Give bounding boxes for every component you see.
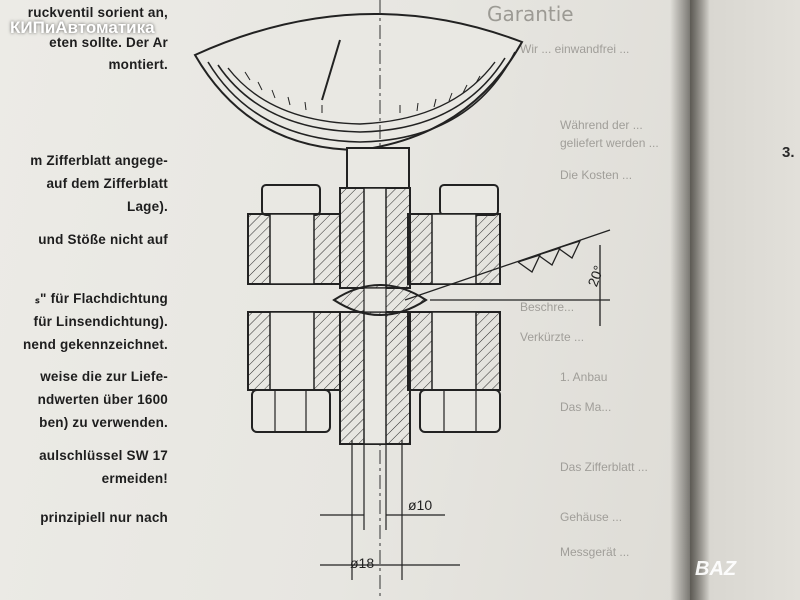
gauge-stem bbox=[346, 147, 410, 189]
flange-connection bbox=[332, 187, 428, 445]
text-line: und Stöße nicht auf bbox=[38, 232, 168, 247]
faded-line: Verkürzte ... bbox=[520, 330, 585, 344]
faded-line: Die Kosten ... bbox=[560, 168, 633, 182]
book-gutter-shadow bbox=[670, 0, 710, 600]
left-column-text: ruckventil sorient an, eten sollte. Der … bbox=[0, 0, 190, 600]
text-line: weise die zur Liefe- bbox=[40, 369, 168, 384]
text-line: nend gekennzeichnet. bbox=[22, 337, 168, 352]
text-line: montiert. bbox=[108, 57, 168, 72]
faded-line: Gehäuse ... bbox=[560, 510, 623, 524]
watermark-top: КИПиАвтоматика bbox=[10, 18, 155, 37]
angle-annotation bbox=[404, 229, 611, 326]
faded-line: Das Zifferblatt ... bbox=[560, 460, 648, 474]
text-line: ermeiden! bbox=[101, 471, 168, 486]
text-line: ndwerten über 1600 bbox=[37, 392, 168, 407]
text-line: prinzipiell nur nach bbox=[40, 510, 168, 525]
text-line: ben) zu verwenden. bbox=[39, 415, 168, 430]
faded-line: Während der ... bbox=[560, 118, 643, 132]
text-line: aulschlüssel SW 17 bbox=[39, 448, 168, 463]
text-line: eten sollte. Der Ar bbox=[49, 35, 168, 50]
text-line: ₛ" für Flachdichtung bbox=[34, 291, 168, 306]
section-number: 3. bbox=[782, 144, 795, 161]
inner-diameter-label: ø10 bbox=[408, 497, 433, 513]
left-bolt bbox=[247, 184, 341, 433]
faded-line: Wir ... einwandfrei ... bbox=[520, 42, 630, 56]
outer-diameter-label: ø18 bbox=[350, 555, 375, 571]
faded-heading: Garantie bbox=[487, 2, 574, 26]
faded-line: Messgerät ... bbox=[560, 545, 630, 559]
diameter-dimensions bbox=[320, 440, 460, 580]
gauge-dial bbox=[193, 13, 524, 152]
text-line: auf dem Zifferblatt bbox=[46, 176, 168, 191]
text-line: Lage). bbox=[127, 199, 168, 214]
right-bolt bbox=[407, 184, 501, 433]
text-line: für Linsendichtung). bbox=[33, 314, 168, 329]
faded-line: 1. Anbau bbox=[560, 370, 608, 384]
text-line: m Zifferblatt angege- bbox=[30, 153, 168, 168]
faded-line: Das Ma... bbox=[560, 400, 612, 414]
watermark-bottom: BAZ bbox=[695, 558, 737, 580]
faded-line: Beschre... bbox=[520, 300, 575, 314]
text-line: ruckventil sorient an, bbox=[27, 5, 168, 20]
faded-line: geliefert werden ... bbox=[560, 136, 659, 150]
